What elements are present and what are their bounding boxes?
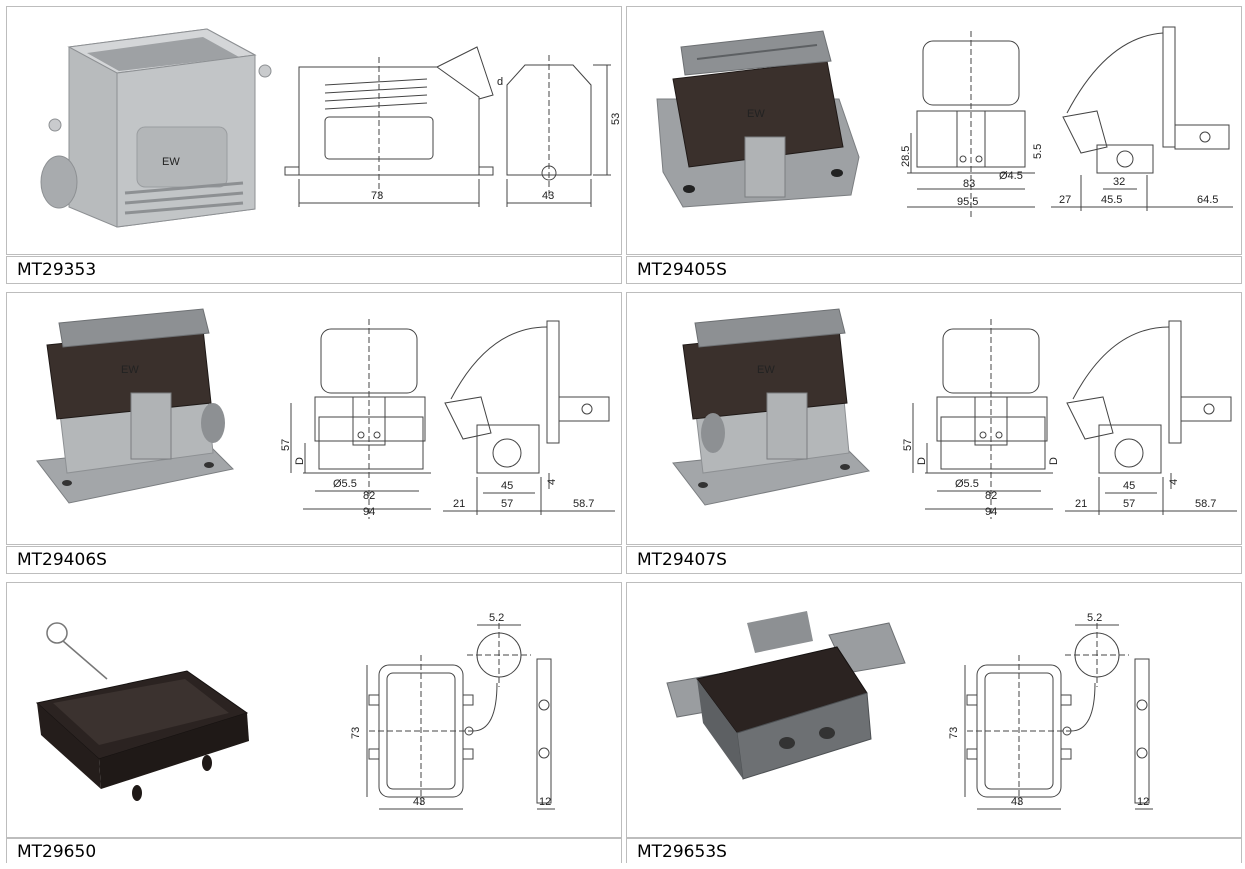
product-caption-cell: MT29406S — [6, 546, 622, 574]
product-drawing: EW 57 D — [36, 308, 615, 519]
product-caption-cell: MT29405S — [626, 256, 1242, 284]
product-id: MT29650 — [17, 842, 97, 862]
side-view-drawing — [506, 55, 611, 207]
dim-r: 5.2 — [489, 612, 504, 624]
dim-b: 45.5 — [1101, 194, 1122, 206]
dim-hole: Ø5.5 — [955, 478, 979, 490]
product-caption-cell: MT29353 — [6, 256, 622, 284]
product-drawing: EW — [40, 28, 621, 228]
dim-f: 4 — [1168, 479, 1180, 485]
dim-t: 12 — [1137, 796, 1149, 808]
dim-f: 4 — [546, 479, 558, 485]
front-view-drawing — [284, 46, 494, 207]
svg-text:EW: EW — [747, 108, 765, 120]
product-image-cell: EW 83 95.5 Ø4.5 28.5 5. — [626, 6, 1242, 255]
dim-w2: 94 — [985, 506, 997, 518]
dim-t: 12 — [539, 796, 551, 808]
dim-hole: Ø5.5 — [333, 478, 357, 490]
housing-render: EW — [36, 308, 235, 504]
side-view-drawing — [443, 320, 615, 515]
dim-d: D — [916, 457, 928, 465]
housing-render — [666, 611, 906, 780]
dim-e: 45 — [1123, 480, 1135, 492]
svg-text:EW: EW — [757, 364, 775, 376]
dim-c: 64.5 — [1197, 194, 1218, 206]
product-caption-cell: MT29407S — [626, 546, 1242, 574]
svg-text:EW: EW — [162, 156, 180, 168]
product-id: MT29406S — [17, 550, 107, 570]
product-drawing: 5.2 43 73 12 — [35, 612, 555, 810]
dim-h: 57 — [280, 439, 292, 451]
dim-d: d — [497, 76, 503, 88]
product-caption-cell: MT29653S — [626, 838, 1242, 863]
product-id: MT29653S — [637, 842, 727, 862]
dim-w1: 82 — [985, 490, 997, 502]
front-view-drawing — [290, 319, 431, 519]
dim-height: 53 — [610, 113, 621, 125]
dim-a: 27 — [1059, 194, 1071, 206]
product-image-cell: EW 57 D — [6, 292, 622, 545]
housing-render: EW — [672, 308, 871, 506]
product-image-cell: 5.2 43 73 12 — [626, 582, 1242, 838]
front-view-drawing — [912, 319, 1053, 519]
svg-text:EW: EW — [121, 364, 139, 376]
housing-render: EW — [40, 28, 272, 228]
side-view-drawing — [1065, 320, 1237, 515]
product-id: MT29353 — [17, 260, 97, 280]
product-image-cell: 5.2 43 73 12 — [6, 582, 622, 838]
housing-render: EW — [656, 30, 860, 208]
product-drawing: 5.2 43 73 12 — [666, 611, 1153, 810]
dim-w1: 82 — [363, 490, 375, 502]
dim-hole: Ø4.5 — [999, 170, 1023, 182]
dim-w: 43 — [1011, 796, 1023, 808]
dim-w1: 83 — [963, 178, 975, 190]
dim-e: 32 — [1113, 176, 1125, 188]
dim-h: 57 — [902, 439, 914, 451]
dim-c: 58.7 — [1195, 498, 1216, 510]
front-view-drawing — [964, 623, 1153, 810]
dim-h: 73 — [350, 727, 362, 739]
dim-w: 43 — [413, 796, 425, 808]
dim-d2: D — [1048, 457, 1060, 465]
front-view-drawing — [907, 31, 1035, 217]
side-view-drawing — [1051, 26, 1233, 211]
dim-b: 57 — [1123, 498, 1135, 510]
dim-w2: 95.5 — [957, 196, 978, 208]
product-drawing: EW 57 D — [672, 308, 1237, 519]
cover-render — [35, 622, 249, 801]
product-image-cell: EW — [6, 6, 622, 255]
product-id: MT29405S — [637, 260, 727, 280]
product-drawing: EW 83 95.5 Ø4.5 28.5 5. — [656, 26, 1233, 217]
dim-d: D — [294, 457, 306, 465]
product-id: MT29407S — [637, 550, 727, 570]
dim-h: 73 — [948, 727, 960, 739]
product-caption-cell: MT29650 — [6, 838, 622, 863]
front-view-drawing — [366, 623, 555, 810]
dim-b: 57 — [501, 498, 513, 510]
product-image-cell: EW 57 D — [626, 292, 1242, 545]
dim-h: 28.5 — [900, 146, 912, 167]
dim-c: 58.7 — [573, 498, 594, 510]
dim-width: 73 — [371, 190, 383, 202]
dim-r: 5.2 — [1087, 612, 1102, 624]
dim-h2: 5.5 — [1032, 144, 1044, 159]
dim-w2: 94 — [363, 506, 375, 518]
dim-a: 21 — [1075, 498, 1087, 510]
dim-depth: 43 — [542, 190, 554, 202]
dim-e: 45 — [501, 480, 513, 492]
dim-a: 21 — [453, 498, 465, 510]
